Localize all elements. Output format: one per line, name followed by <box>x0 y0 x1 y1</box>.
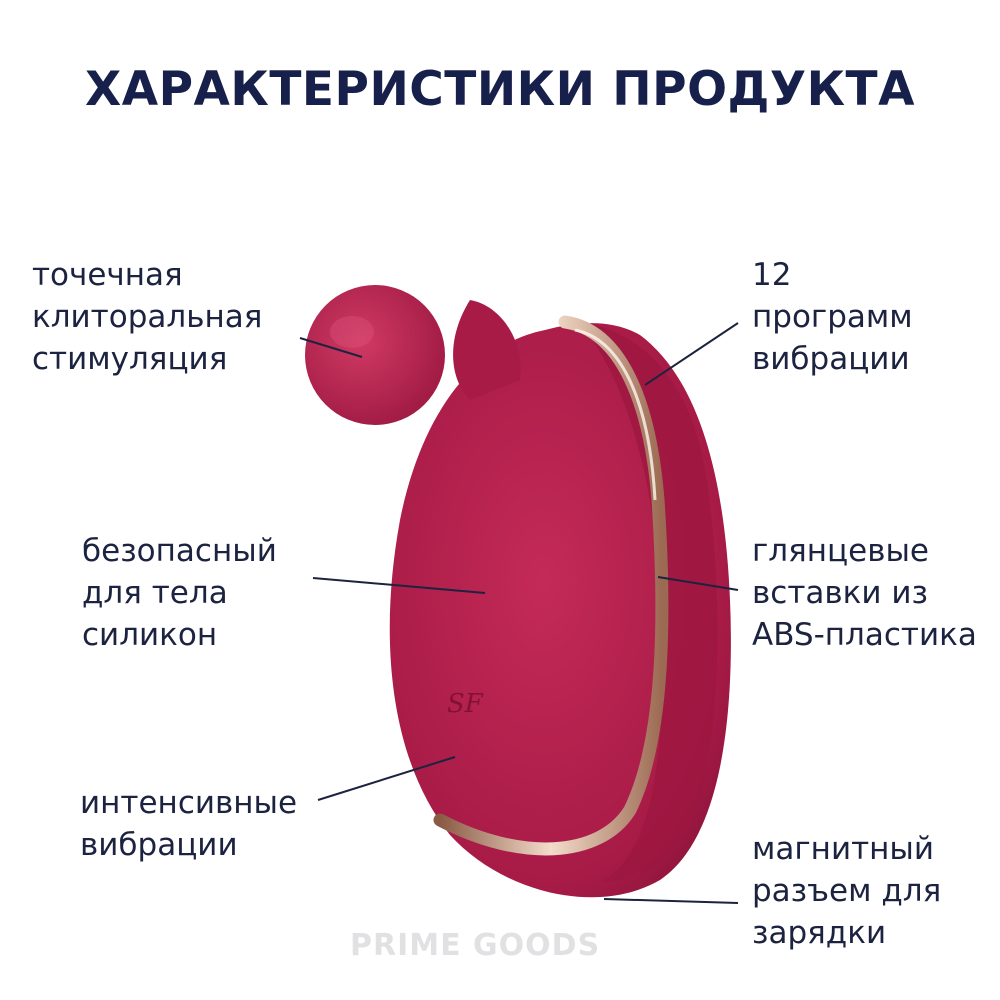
feature-line: вибрации <box>80 827 238 863</box>
feature-line: магнитный <box>752 831 935 867</box>
feature-stimulation: точечная клиторальная стимуляция <box>32 254 262 380</box>
feature-charging: магнитный разъем для зарядки <box>752 828 941 954</box>
leader-vibrations <box>317 756 456 801</box>
feature-line: вибрации <box>752 341 910 377</box>
feature-silicone: безопасный для тела силикон <box>82 530 277 656</box>
leader-programs <box>644 322 739 386</box>
leader-silicone <box>312 577 486 594</box>
product-back <box>580 322 718 882</box>
feature-line: силикон <box>82 617 218 653</box>
feature-line: разъем для <box>752 873 942 909</box>
feature-line: клиторальная <box>32 299 263 335</box>
product-neck <box>453 300 521 400</box>
product-head <box>305 285 445 425</box>
feature-line: глянцевые <box>752 533 930 569</box>
feature-line: вставки из <box>752 575 928 611</box>
leader-charging <box>603 898 739 904</box>
feature-line: ABS-пластика <box>752 617 977 653</box>
feature-programs: 12 программ вибрации <box>752 254 913 380</box>
feature-line: безопасный <box>82 533 277 569</box>
feature-line: 12 <box>752 257 792 293</box>
page-title: ХАРАКТЕРИСТИКИ ПРОДУКТА <box>85 62 915 117</box>
feature-line: для тела <box>82 575 228 611</box>
leader-stimulation <box>299 337 363 358</box>
feature-vibrations: интенсивные вибрации <box>80 782 297 866</box>
feature-line: точечная <box>32 257 183 293</box>
feature-line: стимуляция <box>32 341 228 377</box>
feature-inserts: глянцевые вставки из ABS-пластика <box>752 530 977 656</box>
leader-inserts <box>657 576 739 591</box>
feature-line: программ <box>752 299 913 335</box>
brand-logo: SF <box>447 689 484 719</box>
watermark: PRIME GOODS <box>350 928 601 963</box>
feature-line: зарядки <box>752 915 887 951</box>
feature-line: интенсивные <box>80 785 298 821</box>
